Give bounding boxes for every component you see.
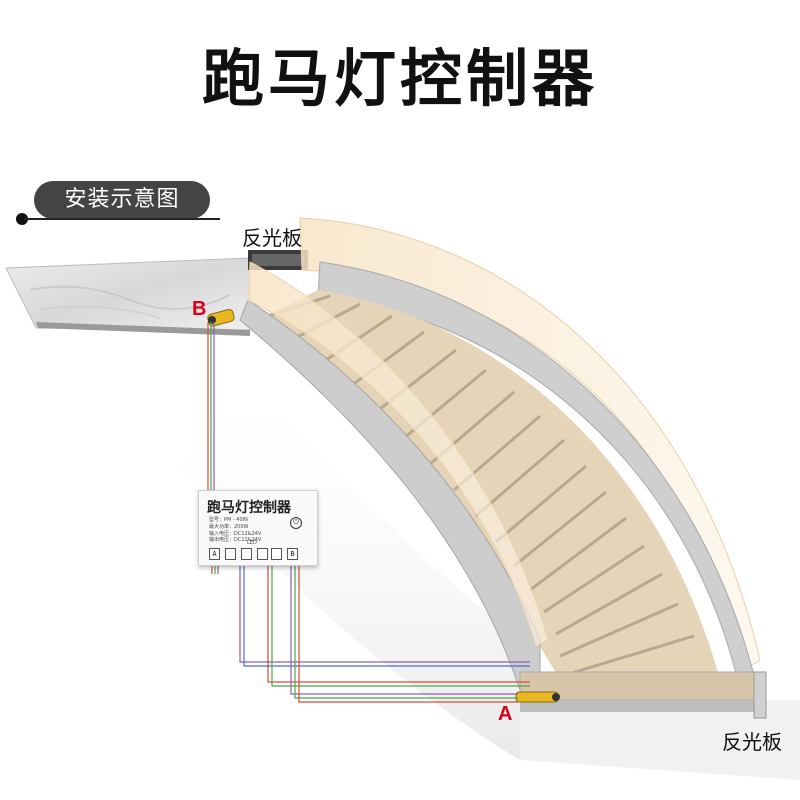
ground-shadow-right [520,700,800,780]
terminal-b: B [287,548,298,560]
sensor-b-label: B [192,298,207,320]
controller-input: 输入电压：DC12&24V [209,531,262,537]
reflector-bottom-block [753,671,767,719]
sensor-a-label: A [498,703,513,725]
sensor-a [515,691,560,703]
controller-title: 跑马灯控制器 [207,500,291,516]
terminal-5 [271,548,282,560]
controller-power: 最大功率：200W [209,524,249,530]
controller-box: 跑马灯控制器 型号：PM - 40IN 最大功率：200W 输入电压：DC12&… [198,490,318,566]
terminal-3 [241,548,252,560]
reflector-top-label: 反光板 [242,226,302,250]
install-diagram-badge: 安装示意图 [34,181,210,219]
power-icon: ⏻ [290,517,302,529]
badge-underline [24,218,220,220]
inner-glass [247,261,549,647]
controller-model: 型号：PM - 40IN [209,517,248,523]
controller-output: 输出电压：DC12&24V [209,537,262,543]
page-title: 跑马灯控制器 [201,42,598,115]
badge-dot [16,213,28,225]
ground-shadow [180,360,520,760]
terminal-4 [257,548,268,560]
terminal-2 [225,548,236,560]
terminal-a: A [209,548,220,560]
wires-a [239,564,530,703]
sensor-b [207,308,235,327]
wires-b [207,322,215,490]
led-label: LED [247,540,257,546]
reflector-bottom-label: 反光板 [722,730,782,754]
